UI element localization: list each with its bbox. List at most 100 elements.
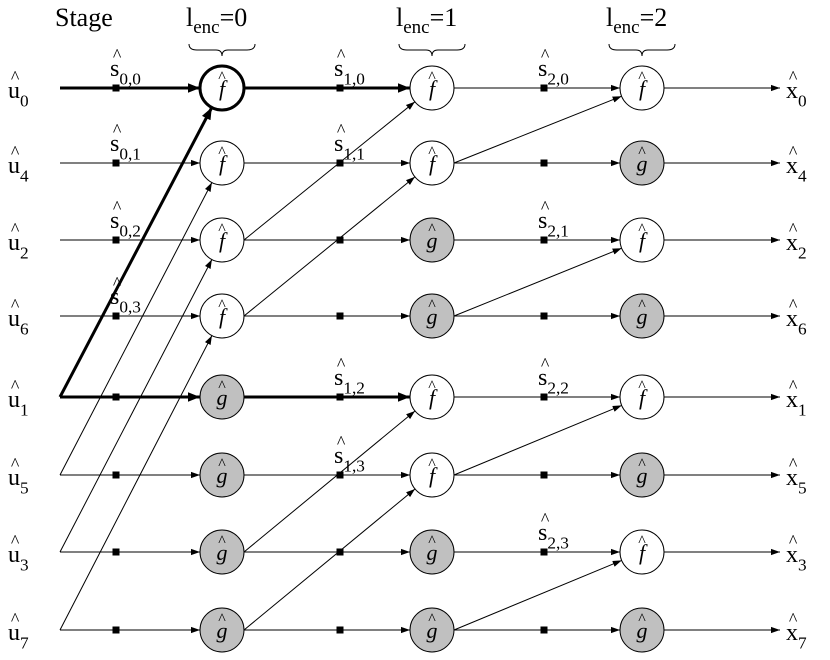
hat-accent: ^ (541, 197, 550, 217)
state-label-s2-3: s2,3^ (538, 509, 569, 552)
node-hat: ^ (638, 378, 646, 395)
stage-brace (398, 43, 466, 57)
node-label: g (427, 540, 438, 565)
hat-accent: ^ (789, 531, 798, 551)
input-label-u0: u0^ (8, 67, 29, 110)
node-circle (409, 374, 455, 420)
svg-text:x1: x1 (786, 387, 807, 419)
edge-marker (112, 312, 120, 320)
output-label-x5: x5^ (786, 454, 807, 497)
edge-stage0-to-stage1 (243, 410, 416, 553)
hat-accent: ^ (789, 376, 798, 396)
svg-text:u2: u2 (8, 230, 29, 262)
svg-text:x2: x2 (786, 230, 807, 262)
node-circle (409, 293, 455, 339)
node-g-stage0-row7: g^ (199, 607, 245, 653)
state-label-s0-0: s0,0^ (110, 45, 141, 88)
node-label: g (637, 618, 648, 643)
node-hat: ^ (428, 221, 436, 238)
node-hat: ^ (638, 611, 646, 628)
hat-accent: ^ (11, 219, 20, 239)
state-label-s0-1: s0,1^ (110, 120, 141, 163)
svg-text:u3: u3 (8, 542, 29, 574)
hat-accent: ^ (11, 142, 20, 162)
hat-accent: ^ (789, 609, 798, 629)
node-circle (619, 529, 665, 575)
node-circle (409, 65, 455, 111)
hat-accent: ^ (113, 273, 122, 293)
svg-text:s0,3: s0,3 (110, 284, 141, 316)
edge-marker (112, 159, 120, 167)
svg-text:u0: u0 (8, 78, 29, 110)
hat-accent: ^ (337, 432, 346, 452)
node-label: f (429, 385, 438, 410)
stage-header-1: lenc=1 (396, 3, 466, 57)
hat-accent: ^ (789, 454, 798, 474)
output-label-x1: x1^ (786, 376, 807, 419)
hat-accent: ^ (113, 120, 122, 140)
hat-accent: ^ (789, 219, 798, 239)
edge-stage0-to-stage1 (243, 488, 416, 631)
output-label-x3: x3^ (786, 531, 807, 574)
node-hat: ^ (428, 69, 436, 86)
state-label-s0-2: s0,2^ (110, 197, 141, 240)
node-label: g (637, 463, 648, 488)
svg-text:u1: u1 (8, 387, 29, 419)
edge-marker (112, 84, 120, 92)
node-g-stage2-row5: g^ (619, 452, 665, 498)
node-f-stage2-row6: f^ (619, 529, 665, 575)
edge-marker (336, 84, 344, 92)
svg-text:u5: u5 (8, 465, 29, 497)
node-label: f (219, 76, 228, 101)
node-label: g (427, 618, 438, 643)
svg-text:x0: x0 (786, 78, 807, 110)
node-hat: ^ (638, 144, 646, 161)
hat-accent: ^ (541, 45, 550, 65)
node-g-stage0-row6: g^ (199, 529, 245, 575)
node-hat: ^ (218, 69, 226, 86)
svg-text:lenc=2: lenc=2 (606, 3, 667, 38)
hat-accent: ^ (789, 67, 798, 87)
hat-accent: ^ (11, 609, 20, 629)
edge-stage0-to-stage1 (243, 176, 416, 317)
node-circle (199, 374, 245, 420)
node-hat: ^ (638, 69, 646, 86)
edge-u-to-stage0 (59, 335, 213, 631)
edge-marker (112, 471, 120, 479)
node-hat: ^ (638, 221, 646, 238)
stage-brace (188, 43, 256, 57)
node-hat: ^ (428, 456, 436, 473)
node-circle (199, 293, 245, 339)
svg-text:s0,0: s0,0 (110, 56, 141, 88)
svg-text:s1,3: s1,3 (334, 443, 365, 475)
node-circle (619, 374, 665, 420)
node-circle (409, 452, 455, 498)
edge-stage1-to-stage2 (453, 95, 622, 164)
hat-accent: ^ (789, 295, 798, 315)
svg-text:s1,2: s1,2 (334, 365, 365, 397)
output-label-x6: x6^ (786, 295, 807, 338)
node-circle (199, 217, 245, 263)
input-label-u7: u7^ (8, 609, 29, 652)
node-circle (619, 140, 665, 186)
input-label-u5: u5^ (8, 454, 29, 497)
node-circle (619, 217, 665, 263)
node-circle (199, 140, 245, 186)
node-hat: ^ (428, 611, 436, 628)
node-hat: ^ (218, 533, 226, 550)
state-label-s1-2: s1,2^ (334, 354, 365, 397)
hat-accent: ^ (789, 142, 798, 162)
node-label: f (219, 304, 228, 329)
node-f-stage2-row2: f^ (619, 217, 665, 263)
edge-stage1-to-stage2 (453, 559, 622, 631)
edge-marker (540, 159, 548, 167)
node-label: g (427, 304, 438, 329)
state-label-s2-1: s2,1^ (538, 197, 569, 240)
input-label-u4: u4^ (8, 142, 29, 185)
edge-marker (540, 393, 548, 401)
node-hat: ^ (638, 533, 646, 550)
node-hat: ^ (428, 144, 436, 161)
edge-marker (336, 471, 344, 479)
edge-marker (336, 312, 344, 320)
